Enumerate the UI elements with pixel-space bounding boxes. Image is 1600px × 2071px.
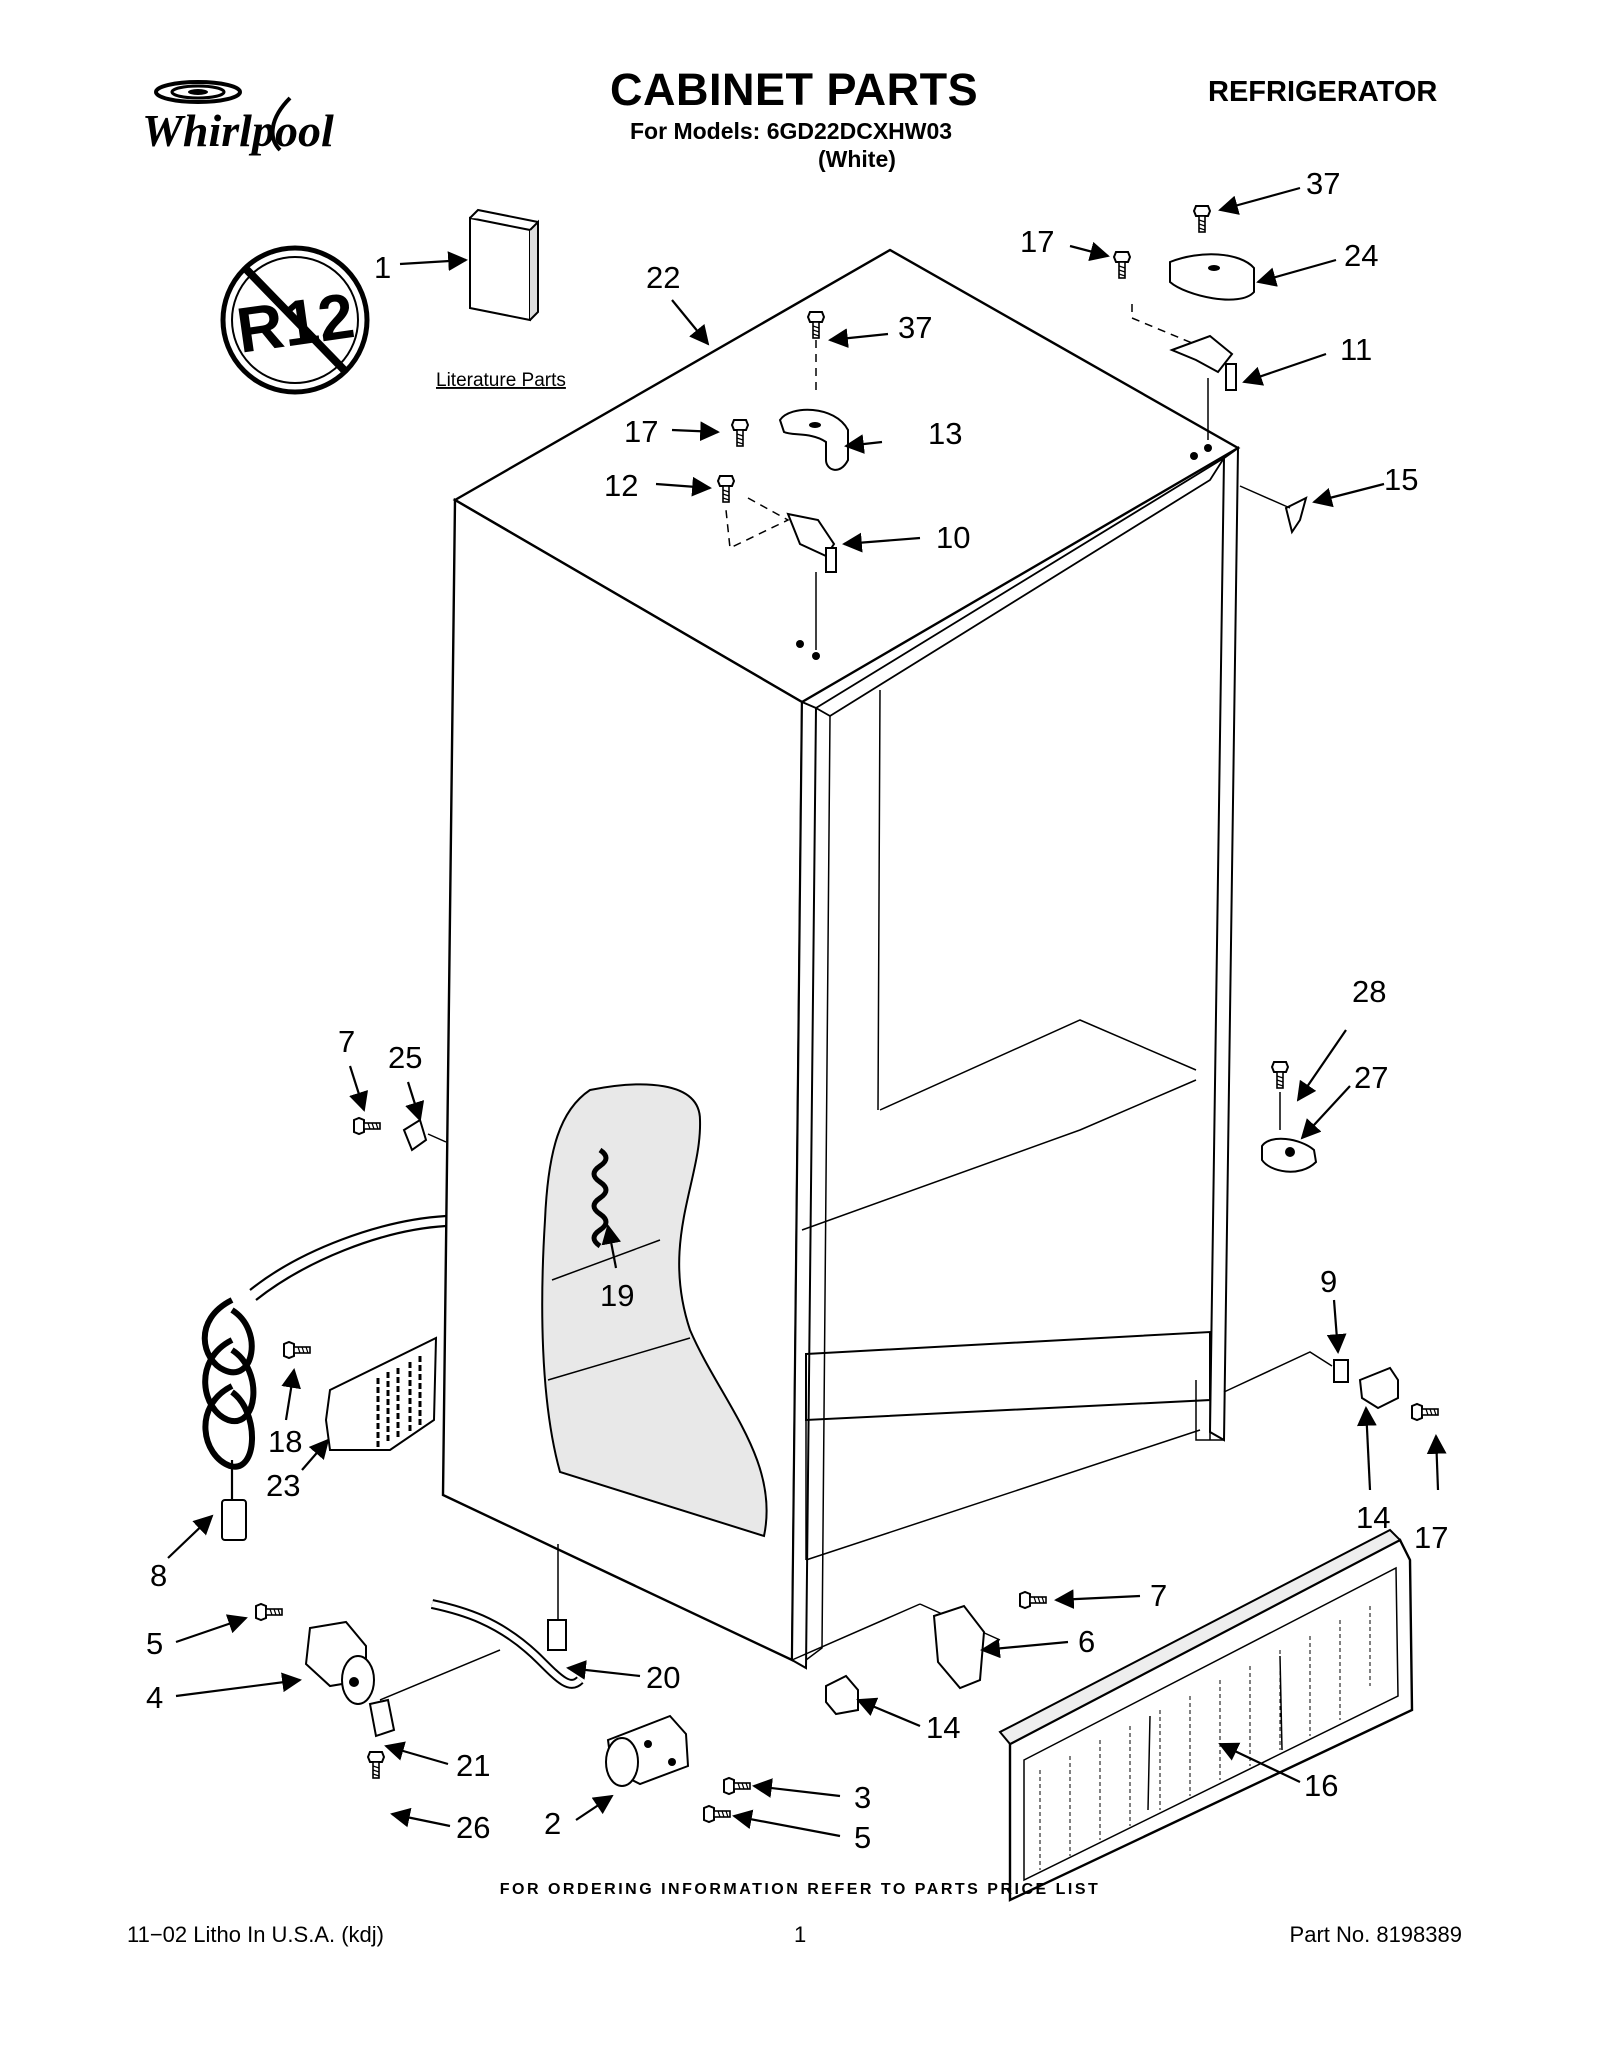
callout-28: 28 (1352, 974, 1386, 1009)
bottom-center-parts (605, 1714, 751, 1823)
bottom-left-parts (255, 1544, 584, 1779)
ordering-note: FOR ORDERING INFORMATION REFER TO PARTS … (499, 1881, 1101, 1898)
left-side-parts (201, 1117, 447, 1541)
callout-1: 1 (374, 250, 391, 285)
callout-14: 14 (926, 1710, 960, 1745)
callout-leaders (167, 186, 1447, 1838)
color-label: (White) (818, 146, 896, 172)
callout-11: 11 (1340, 332, 1372, 367)
callout-17: 17 (1020, 224, 1054, 259)
literature-booklet (469, 208, 539, 322)
callout-9: 9 (1320, 1264, 1337, 1299)
callout-7: 7 (338, 1024, 355, 1059)
callout-15: 15 (1384, 462, 1418, 497)
callout-22: 22 (646, 260, 680, 295)
callout-6: 6 (1078, 1624, 1095, 1659)
callout-numbers: 1 22 37 17 13 12 10 17 37 24 11 15 28 27… (146, 166, 1448, 1855)
lower-hinge-right (1261, 1061, 1318, 1173)
callout-13: 13 (928, 416, 962, 451)
models-label: For Models: 6GD22DCXHW03 (630, 118, 953, 144)
callout-17: 17 (1414, 1520, 1448, 1555)
no-r12-badge: R12 (220, 245, 370, 395)
callout-37: 37 (898, 310, 932, 345)
literature-parts-label: Literature Parts (436, 370, 566, 391)
callout-17: 17 (624, 414, 658, 449)
leveler-bracket-right (1223, 1351, 1439, 1421)
callout-24: 24 (1344, 238, 1378, 273)
callout-4: 4 (146, 1680, 163, 1715)
callout-5: 5 (146, 1626, 163, 1661)
page-number: 1 (794, 1922, 807, 1947)
litho-info: 11−02 Litho In U.S.A. (kdj) (127, 1922, 385, 1947)
callout-26: 26 (456, 1810, 490, 1845)
bottom-right-parts (825, 1528, 1414, 1902)
page-title: CABINET PARTS (610, 64, 979, 115)
callout-14: 14 (1356, 1500, 1390, 1535)
callout-3: 3 (854, 1780, 871, 1815)
callout-2: 2 (544, 1806, 561, 1841)
callout-19: 19 (600, 1278, 634, 1313)
callout-21: 21 (456, 1748, 490, 1783)
callout-5: 5 (854, 1820, 871, 1855)
part-number: Part No. 8198389 (1289, 1922, 1462, 1947)
upper-hinge-left (717, 311, 849, 660)
callout-8: 8 (150, 1558, 167, 1593)
brand-wordmark: Whirlpool (142, 105, 334, 156)
whirlpool-logo: Whirlpool (142, 80, 334, 156)
upper-hinge-right (1113, 205, 1308, 535)
callout-20: 20 (646, 1660, 680, 1695)
callout-23: 23 (266, 1468, 300, 1503)
callout-10: 10 (936, 520, 970, 555)
refrigerator-cabinet (441, 248, 1241, 1670)
category-label: REFRIGERATOR (1208, 76, 1438, 108)
callout-12: 12 (604, 468, 638, 503)
callout-25: 25 (388, 1040, 422, 1075)
callout-37: 37 (1306, 166, 1340, 201)
callout-27: 27 (1354, 1060, 1388, 1095)
callout-16: 16 (1304, 1768, 1338, 1803)
callout-7: 7 (1150, 1578, 1167, 1613)
callout-18: 18 (268, 1424, 302, 1459)
